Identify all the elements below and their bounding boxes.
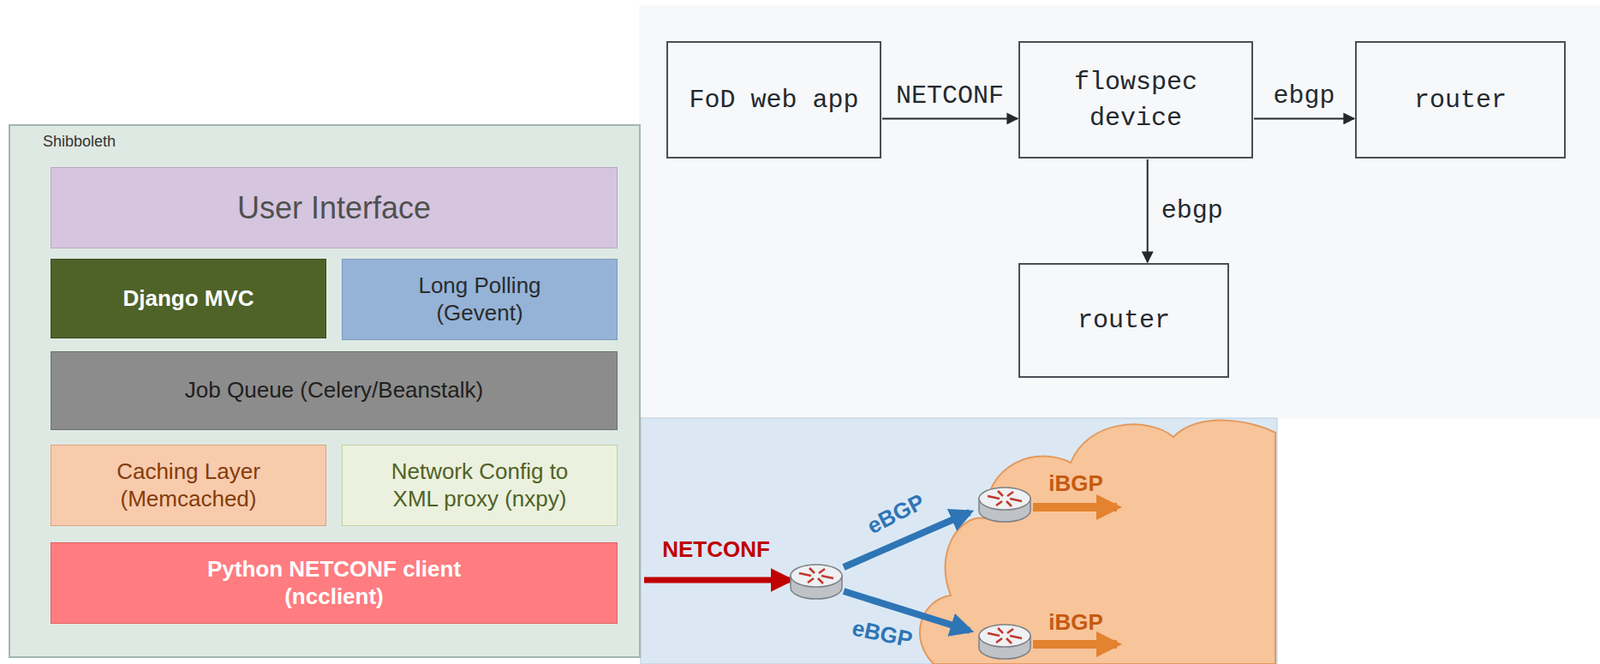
layer-box: Python NETCONF client (ncclient) [50,542,618,624]
box-label: Network Config to XML proxy (nxpy) [376,458,583,512]
protocol-label: iBGP [1048,470,1104,497]
protocol-label: iBGP [1048,608,1104,636]
router-icon [979,487,1031,522]
code-background [638,5,1600,418]
edge-label: NETCONF [894,80,1006,112]
box-label: Django MVC [122,285,254,312]
ibgp-arrow [1032,502,1117,512]
group-title: Shibboleth [42,132,116,151]
box-label: Python NETCONF client (ncclient) [179,555,489,609]
box-label: Job Queue (Celery/Beanstalk) [185,376,484,404]
process-box: router [1355,41,1566,159]
connector-arrow [1253,117,1355,120]
protocol-label: NETCONF [662,536,771,563]
layer-box: User Interface [50,167,618,249]
process-box: FoD web app [666,41,882,159]
illustration-background [640,417,1278,664]
layer-box: Long Polling (Gevent) [341,258,618,341]
connector-arrow [1146,159,1149,263]
box-label: router [1077,302,1171,339]
edge-label: ebgp [1271,80,1337,112]
box-label: flowspec device [1028,64,1243,137]
router-icon [790,564,842,599]
layer-box: Job Queue (Celery/Beanstalk) [50,351,618,430]
layer-box: Network Config to XML proxy (nxpy) [341,444,618,526]
container-panel: ShibbolethUser InterfaceDjango MVC Long P… [8,124,641,658]
process-box: flowspec device [1018,41,1254,159]
box-label: router [1414,82,1507,119]
netconf-arrow [644,577,790,584]
process-box: router [1018,262,1230,378]
edge-label: ebgp [1159,195,1225,227]
box-label: Caching Layer (Memcached) [92,458,286,512]
box-label: FoD web app [688,82,859,119]
layer-box: Django MVC [50,258,327,339]
ibgp-arrow [1032,639,1117,649]
network-cloud [919,420,1276,664]
box-label: Long Polling (Gevent) [389,272,570,326]
router-icon [979,624,1031,659]
connector-arrow [882,117,1018,120]
box-label: User Interface [237,189,431,227]
layer-box: Caching Layer (Memcached) [50,444,327,526]
